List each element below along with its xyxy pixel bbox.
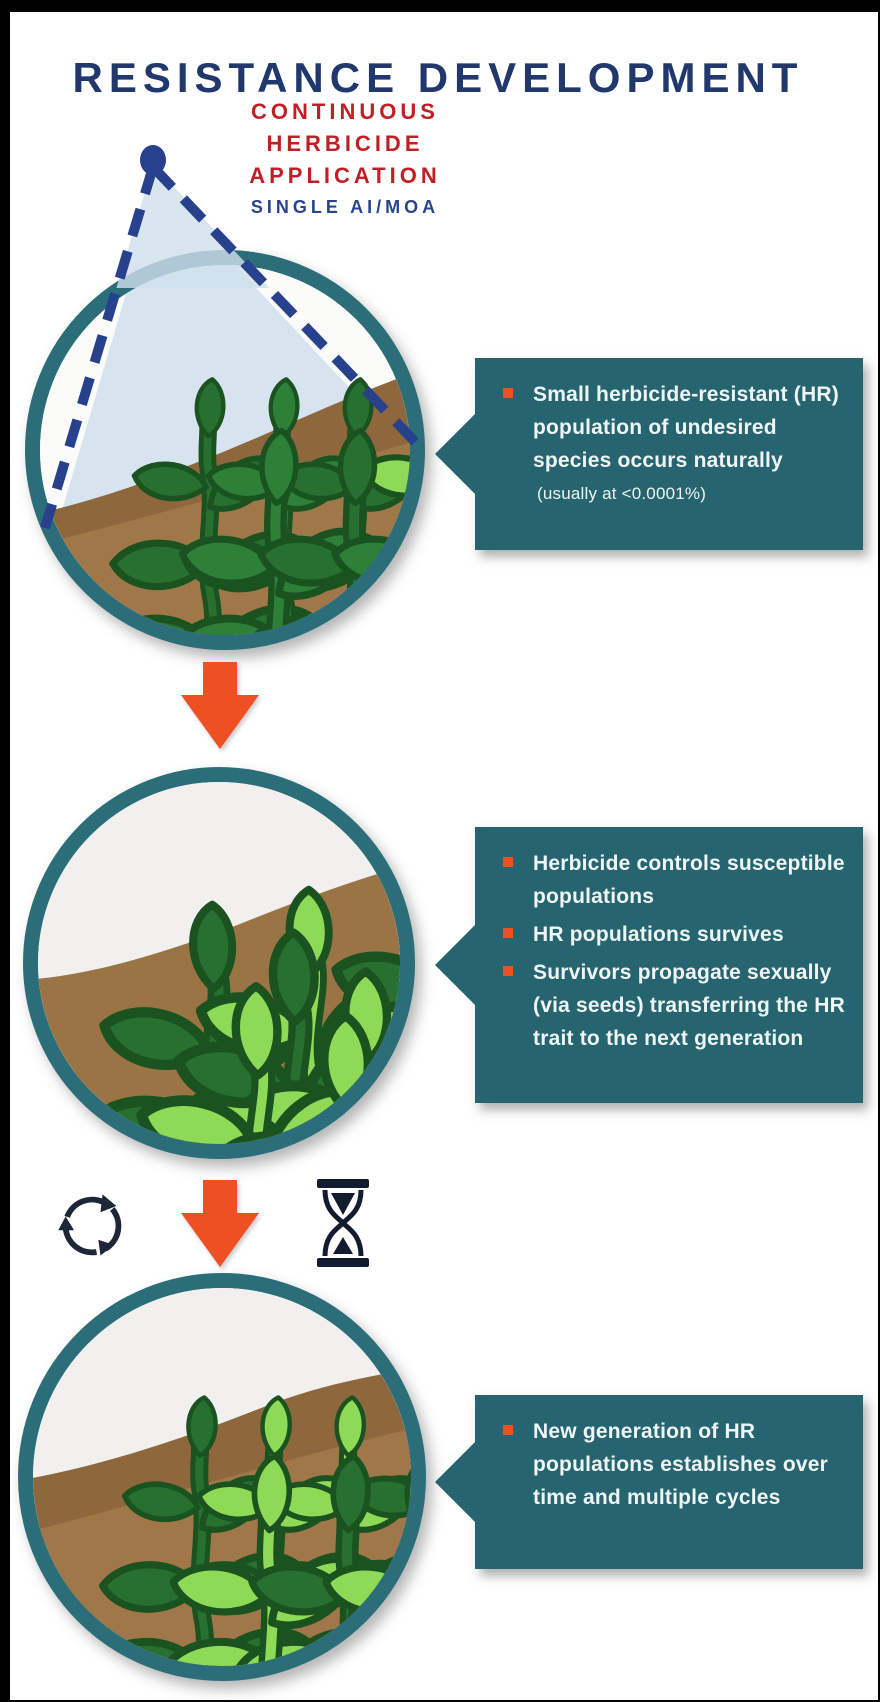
list-item: Small herbicide-resistant (HR) populatio… bbox=[499, 378, 845, 477]
bullet-square bbox=[503, 928, 513, 938]
callout-tail bbox=[435, 1440, 477, 1524]
bullet-note: (usually at <0.0001%) bbox=[537, 484, 707, 503]
spray-application-label: CONTINUOUS HERBICIDE APPLICATION SINGLE … bbox=[165, 96, 525, 220]
list-item: New generation of HR populations establi… bbox=[499, 1415, 845, 1514]
bullet-text: Small herbicide-resistant (HR) populatio… bbox=[533, 383, 839, 472]
stage1-field-illustration bbox=[25, 250, 425, 650]
callout-tail bbox=[435, 412, 477, 496]
spray-label-sub: SINGLE AI/MOA bbox=[250, 197, 440, 217]
stage3-scene bbox=[33, 1288, 411, 1666]
bullet-text: Herbicide controls susceptible populatio… bbox=[533, 852, 845, 908]
bullet-square bbox=[503, 857, 513, 867]
down-arrow-icon bbox=[181, 1180, 259, 1267]
stage3-field-illustration bbox=[18, 1273, 426, 1681]
bullet-text: Survivors propagate sexually (via seeds)… bbox=[533, 961, 845, 1050]
bullet-text: HR populations survives bbox=[533, 923, 784, 946]
stage2-callout: Herbicide controls susceptible populatio… bbox=[435, 827, 863, 1103]
spray-label-line1: CONTINUOUS bbox=[251, 99, 439, 124]
list-item: Herbicide controls susceptible populatio… bbox=[499, 847, 845, 913]
stage3-callout: New generation of HR populations establi… bbox=[435, 1395, 863, 1569]
list-item: Survivors propagate sexually (via seeds)… bbox=[499, 956, 845, 1055]
stage2-field-illustration bbox=[23, 767, 415, 1159]
infographic-page: RESISTANCE DEVELOPMENT CONTINUOUS HERBIC… bbox=[10, 12, 878, 1700]
spray-nozzle-icon bbox=[140, 145, 166, 175]
hourglass-icon bbox=[317, 1179, 369, 1267]
cycle-arrows-icon bbox=[58, 1194, 122, 1256]
page-title: RESISTANCE DEVELOPMENT bbox=[72, 54, 804, 102]
bullet-square bbox=[503, 966, 513, 976]
stage1-callout: Small herbicide-resistant (HR) populatio… bbox=[435, 358, 863, 550]
bullet-square bbox=[503, 388, 513, 398]
spray-label-line3: APPLICATION bbox=[249, 163, 441, 188]
bullet-text: New generation of HR populations establi… bbox=[533, 1420, 829, 1509]
stage1-scene bbox=[40, 265, 410, 635]
bullet-square bbox=[503, 1425, 513, 1435]
list-item: HR populations survives bbox=[499, 918, 845, 951]
down-arrow-icon bbox=[181, 662, 259, 749]
stage2-scene bbox=[38, 782, 400, 1144]
callout-tail bbox=[435, 923, 477, 1007]
spray-label-line2: HERBICIDE bbox=[266, 131, 424, 156]
